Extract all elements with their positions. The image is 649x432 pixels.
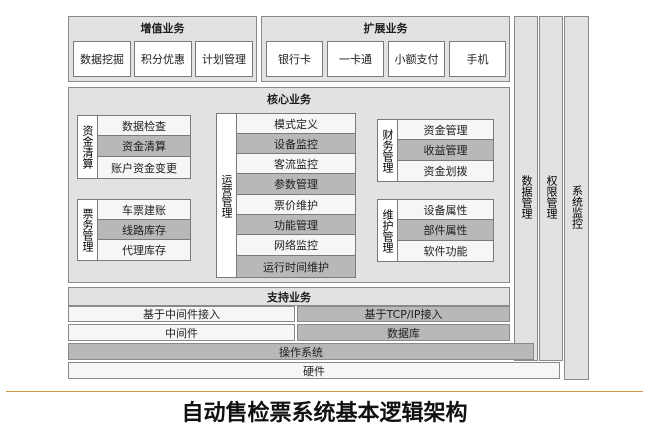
- ticket-management-item: 线路库存: [98, 220, 190, 240]
- fund-clearing-item: 资金清算: [98, 136, 190, 157]
- finance-management-item: 收益管理: [398, 140, 493, 161]
- ticket-management-label: 票务管理: [78, 200, 98, 260]
- operation-management-label: 运营管理: [217, 114, 237, 277]
- operation-management-item: 网络监控: [237, 235, 355, 256]
- hardware-layer: 硬件: [68, 362, 560, 379]
- tcpip-access-layer: 基于TCP/IP接入: [297, 306, 510, 322]
- ticket-management-item: 车票建账: [98, 200, 190, 220]
- extended-item: 银行卡: [266, 41, 323, 77]
- value-added-panel: 增值业务 数据挖掘 积分优惠 计划管理: [68, 16, 257, 82]
- system-monitoring-label: 系统监控: [570, 185, 584, 229]
- support-title: 支持业务: [267, 290, 311, 304]
- middleware-access-layer: 基于中间件接入: [68, 306, 295, 322]
- core-panel: 核心业务 资金清算 数据检查 资金清算 账户资金变更 票务管理 车票建账 线路库…: [68, 87, 510, 283]
- finance-management-item: 资金划拨: [398, 161, 493, 181]
- database-layer: 数据库: [297, 324, 510, 341]
- operation-management-item: 模式定义: [237, 114, 355, 134]
- operation-management-item: 功能管理: [237, 215, 355, 235]
- extended-item: 一卡通: [327, 41, 384, 77]
- operation-management-item: 运行时间维护: [237, 256, 355, 277]
- middleware-layer: 中间件: [68, 324, 295, 341]
- value-added-item: 积分优惠: [134, 41, 192, 77]
- value-added-item: 计划管理: [195, 41, 253, 77]
- operation-management-group: 运营管理 模式定义 设备监控 客流监控 参数管理 票价维护 功能管理 网络监控 …: [216, 113, 356, 278]
- fund-clearing-group: 资金清算 数据检查 资金清算 账户资金变更: [77, 115, 191, 179]
- fund-clearing-item: 数据检查: [98, 116, 190, 136]
- finance-management-group: 财务管理 资金管理 收益管理 资金划拨: [377, 119, 494, 182]
- data-management-label: 数据管理: [520, 175, 533, 219]
- maintenance-management-item: 软件功能: [398, 241, 493, 261]
- extended-item: 手机: [449, 41, 506, 77]
- maintenance-management-label: 维护管理: [378, 200, 398, 261]
- finance-management-label: 财务管理: [378, 120, 398, 181]
- maintenance-management-group: 维护管理 设备属性 部件属性 软件功能: [377, 199, 494, 262]
- operation-management-item: 参数管理: [237, 174, 355, 195]
- permission-management-label: 权限管理: [545, 175, 558, 219]
- fund-clearing-label: 资金清算: [78, 116, 98, 178]
- core-title: 核心业务: [267, 93, 311, 106]
- separator-line: [6, 391, 643, 392]
- maintenance-management-item: 部件属性: [398, 220, 493, 241]
- extended-title: 扩展业务: [363, 22, 408, 35]
- fund-clearing-item: 账户资金变更: [98, 157, 190, 178]
- value-added-title: 增值业务: [140, 22, 185, 35]
- diagram-caption: 自动售检票系统基本逻辑架构: [181, 400, 468, 426]
- operation-management-item: 客流监控: [237, 154, 355, 174]
- operating-system-layer: 操作系统: [68, 343, 534, 360]
- extended-item: 小额支付: [388, 41, 445, 77]
- support-panel: 支持业务: [68, 287, 510, 306]
- extended-panel: 扩展业务 银行卡 一卡通 小额支付 手机: [261, 16, 510, 82]
- maintenance-management-item: 设备属性: [398, 200, 493, 220]
- operation-management-item: 设备监控: [237, 134, 355, 154]
- operation-management-item: 票价维护: [237, 195, 355, 215]
- ticket-management-item: 代理库存: [98, 240, 190, 260]
- ticket-management-group: 票务管理 车票建账 线路库存 代理库存: [77, 199, 191, 261]
- finance-management-item: 资金管理: [398, 120, 493, 140]
- value-added-item: 数据挖掘: [73, 41, 131, 77]
- system-monitoring-bar: 系统监控: [564, 16, 589, 380]
- permission-management-bar: 权限管理: [539, 16, 563, 361]
- data-management-bar: 数据管理: [514, 16, 538, 361]
